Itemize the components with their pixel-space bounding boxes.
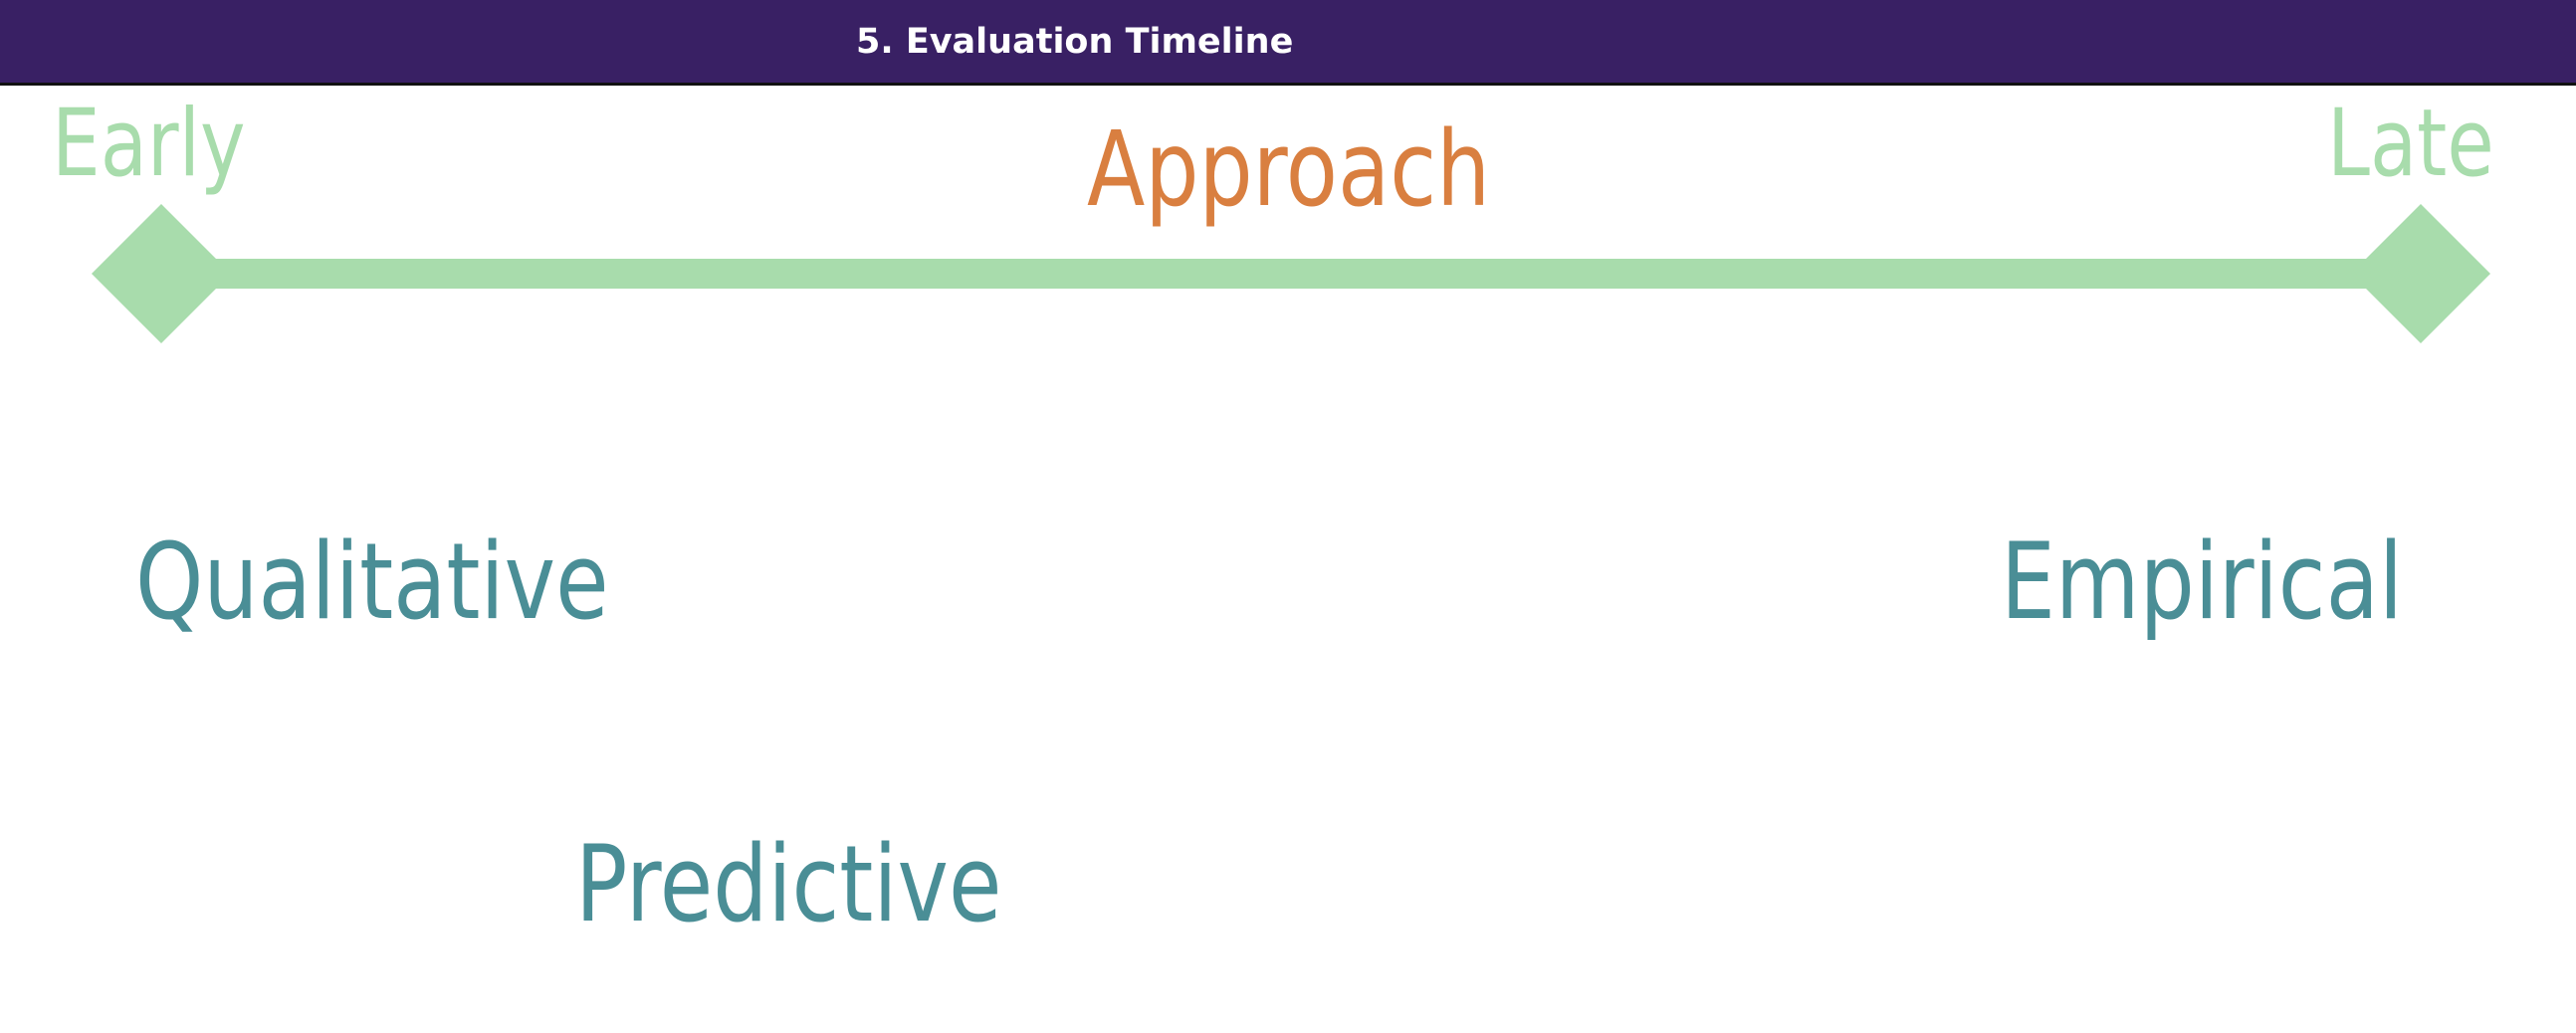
- approach-qualitative: Qualitative: [135, 520, 609, 643]
- timeline-end-label: Late: [2327, 90, 2494, 198]
- approach-empirical: Empirical: [2001, 520, 2404, 643]
- page-title: 5. Evaluation Timeline: [856, 22, 1294, 62]
- timeline-bar: [159, 259, 2417, 289]
- approach-predictive: Predictive: [575, 823, 1002, 945]
- timeline-end-diamond: [2351, 204, 2490, 343]
- axis-title: Approach: [1087, 108, 1491, 230]
- timeline-start-label: Early: [52, 90, 246, 198]
- header-bar: 5. Evaluation Timeline: [0, 0, 2576, 86]
- timeline-start-diamond: [92, 204, 231, 343]
